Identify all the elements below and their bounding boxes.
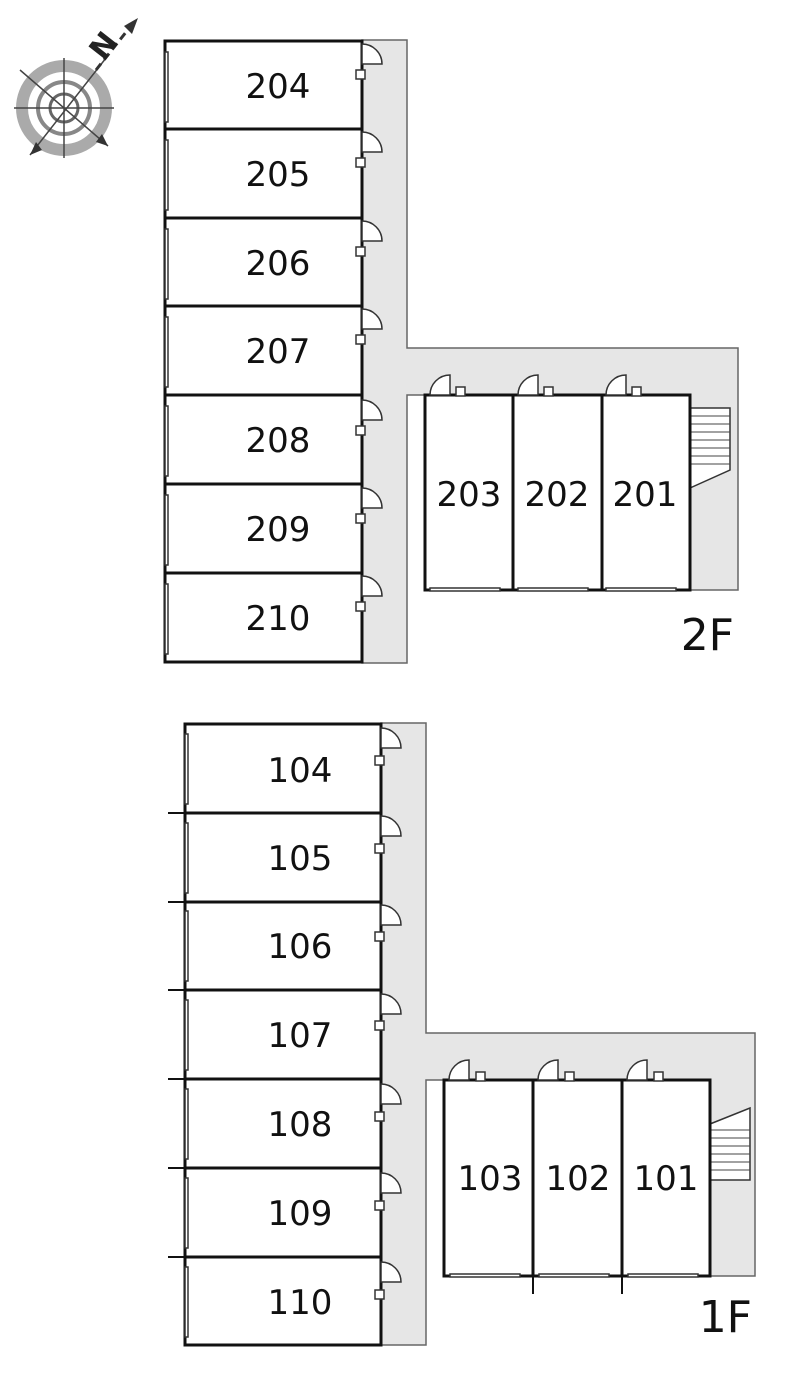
unit-208	[163, 393, 364, 486]
compass-north-label: N	[83, 26, 126, 67]
unit-206	[163, 216, 364, 308]
unit-203	[423, 393, 515, 592]
unit-label-105: 105	[268, 839, 333, 879]
unit-label-201: 201	[613, 475, 678, 515]
unit-label-109: 109	[268, 1194, 333, 1234]
unit-205	[163, 127, 364, 220]
floor-label-1f: 1F	[699, 1292, 752, 1343]
unit-label-103: 103	[458, 1159, 523, 1199]
floor-2f: 204 205 206 207 208 209 210 203 202 201 …	[163, 39, 739, 664]
unit-210	[163, 571, 364, 664]
unit-104	[183, 722, 383, 815]
unit-103	[442, 1078, 535, 1278]
compass-icon: N	[14, 18, 138, 158]
unit-label-205: 205	[246, 155, 311, 195]
unit-label-209: 209	[246, 510, 311, 550]
unit-label-206: 206	[246, 244, 311, 284]
unit-label-104: 104	[268, 751, 333, 791]
unit-label-210: 210	[246, 599, 311, 639]
door-icons-1f	[184, 727, 699, 1338]
unit-label-202: 202	[525, 475, 590, 515]
floor-label-2f: 2F	[681, 610, 734, 661]
unit-label-207: 207	[246, 332, 311, 372]
unit-label-107: 107	[268, 1016, 333, 1056]
unit-label-108: 108	[268, 1105, 333, 1145]
unit-label-110: 110	[268, 1283, 333, 1323]
unit-109	[183, 1166, 383, 1259]
unit-label-106: 106	[268, 927, 333, 967]
unit-label-101: 101	[634, 1159, 699, 1199]
unit-label-203: 203	[437, 475, 502, 515]
unit-label-204: 204	[246, 67, 311, 107]
floor-1f: 104 105 106 107 108 109 110 103 102 101 …	[168, 722, 756, 1347]
door-icons-2f	[164, 43, 677, 655]
unit-110	[183, 1255, 383, 1347]
unit-204	[163, 39, 364, 131]
unit-label-102: 102	[546, 1159, 611, 1199]
unit-207	[163, 304, 364, 397]
unit-label-208: 208	[246, 421, 311, 461]
unit-106	[183, 900, 383, 992]
